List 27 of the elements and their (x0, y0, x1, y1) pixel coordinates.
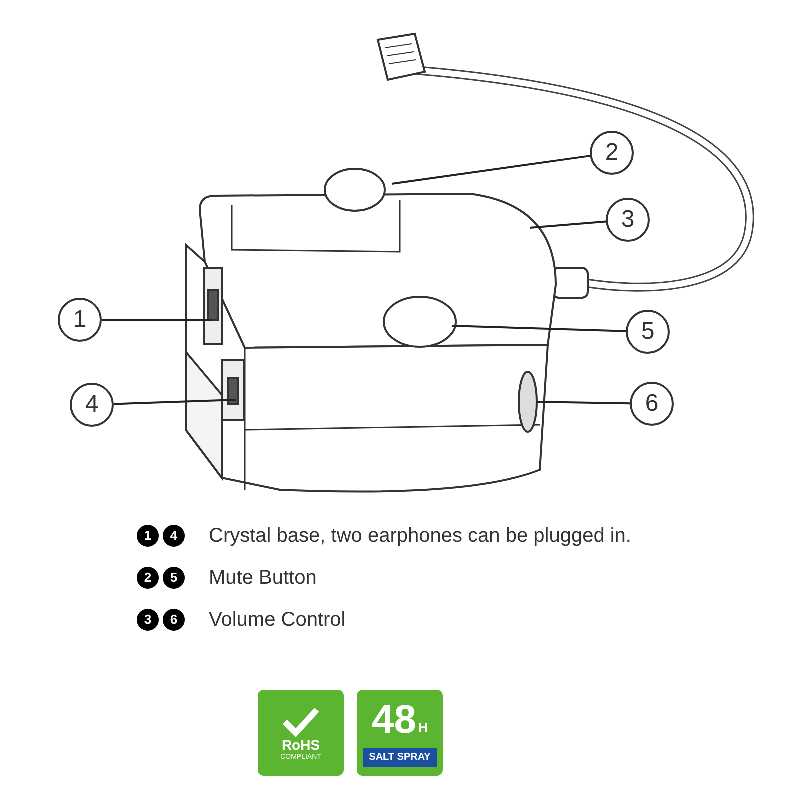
callout-number: 2 (137, 567, 159, 589)
legend-text: Crystal base, two earphones can be plugged in. (209, 524, 632, 549)
badge-unit: H (418, 718, 428, 736)
callout-number: 5 (626, 310, 670, 354)
legend-text: Mute Button (209, 566, 317, 591)
callout-number: 6 (630, 382, 674, 426)
callout-number: 3 (137, 609, 159, 631)
callout-number: 1 (58, 298, 102, 342)
badge-number: 48 (372, 700, 417, 740)
leader-line (114, 399, 236, 406)
callout-number: 3 (606, 198, 650, 242)
badge-title: RoHS (282, 738, 320, 752)
callout-number: 6 (163, 609, 185, 631)
callout-number: 4 (70, 383, 114, 427)
callout-number: 4 (163, 525, 185, 547)
leader-line (452, 325, 626, 332)
certification-badge (258, 690, 344, 776)
leader-line (102, 319, 212, 321)
callout-number: 5 (163, 567, 185, 589)
badge-caption: SALT SPRAY (363, 748, 437, 766)
legend-text: Volume Control (209, 608, 346, 633)
leader-line (536, 401, 630, 405)
leader-line (530, 220, 606, 229)
callout-number: 1 (137, 525, 159, 547)
leader-line (392, 155, 590, 185)
callout-number: 2 (590, 131, 634, 175)
certification-badge (357, 690, 443, 776)
